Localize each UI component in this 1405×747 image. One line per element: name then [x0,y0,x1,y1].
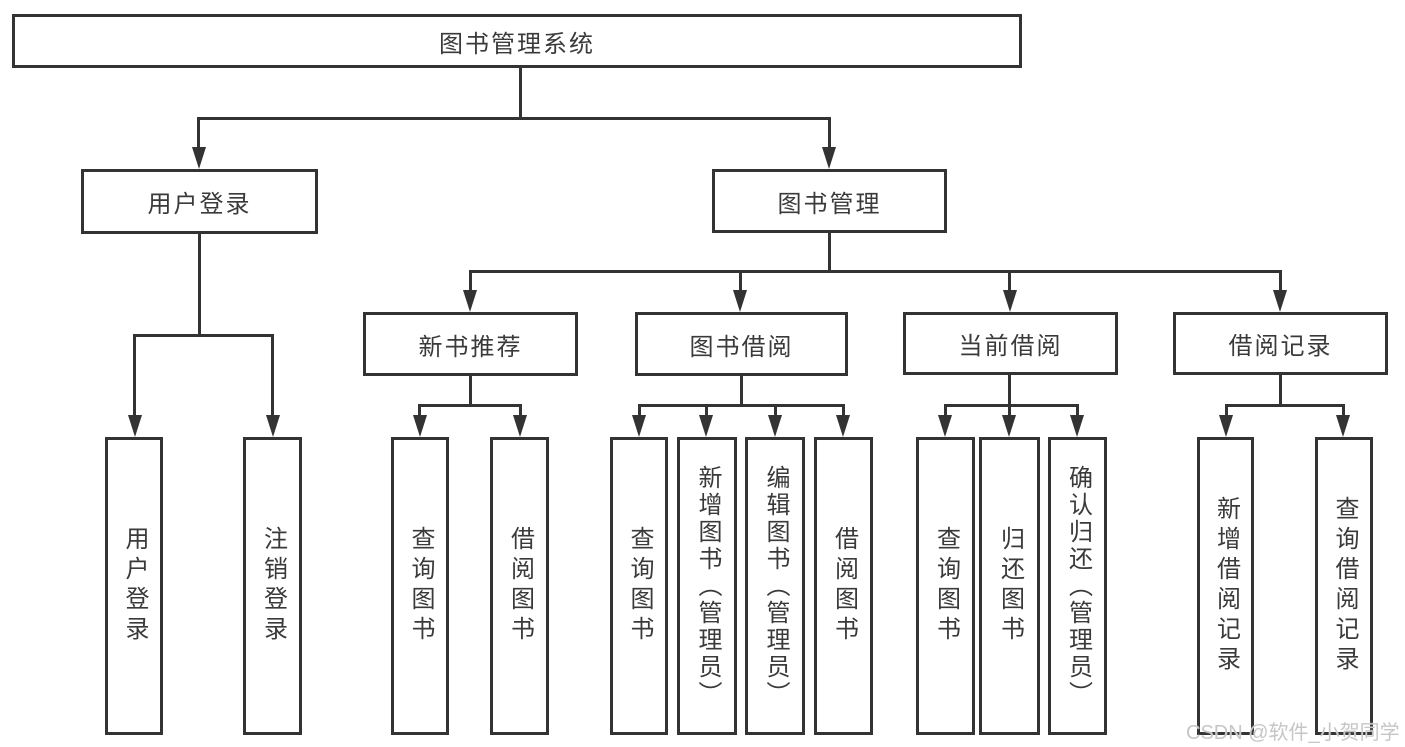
node-label: 新书推荐 [418,333,523,361]
node-library-system: 图书管理系统 [12,14,1022,68]
leaf-user-login: 用户登录 [105,437,163,735]
node-label: 借阅记录 [1228,333,1333,360]
connector-line [842,404,845,416]
node-label: 编辑图书（管理员） [762,464,789,708]
connector-line [1225,404,1228,416]
connector-line [1225,404,1345,407]
connector-line [418,404,522,407]
node-borrowing-records: 借阅记录 [1173,312,1388,375]
connector-line [519,68,522,118]
connector-line [519,404,522,416]
arrow-down-icon [413,415,427,437]
node-label: 用户登录 [121,526,148,646]
node-user-login: 用户登录 [81,169,318,234]
connector-line [740,376,743,406]
node-label: 借阅图书 [506,526,534,646]
connector-line [739,270,742,292]
arrow-down-icon [822,147,836,169]
leaf-query-borrow-record: 查询借阅记录 [1315,437,1373,735]
node-new-book-recommend: 新书推荐 [363,312,578,376]
connector-line [133,334,136,416]
node-label: 注销登录 [259,526,287,646]
connector-line [418,404,421,416]
arrow-down-icon [1273,290,1287,312]
connector-line [1279,270,1282,292]
leaf-return-books: 归还图书 [979,437,1040,735]
connector-line [705,404,708,416]
connector-line [774,404,777,416]
arrow-down-icon [632,415,646,437]
arrow-down-icon [733,290,747,312]
arrow-down-icon [463,290,477,312]
connector-line [271,334,274,416]
node-label: 图书管理系统 [439,30,595,58]
connector-line [944,404,1079,407]
connector-line [469,270,1282,273]
connector-line [1076,404,1079,416]
leaf-borrow-books-recommend: 借阅图书 [490,437,549,735]
leaf-edit-books-admin: 编辑图书（管理员） [745,437,805,735]
connector-line [469,270,472,292]
node-book-management: 图书管理 [712,169,947,233]
leaf-add-books-admin: 新增图书（管理员） [677,437,737,735]
connector-line [133,334,274,337]
node-label: 确认归还（管理员） [1064,464,1092,708]
node-label: 新增图书（管理员） [694,464,721,708]
leaf-query-books-borrowing: 查询图书 [610,437,668,735]
arrow-down-icon [513,415,527,437]
leaf-borrow-books: 借阅图书 [814,437,873,735]
arrow-down-icon [768,415,782,437]
node-label: 新增借阅记录 [1212,496,1240,676]
node-label: 查询图书 [626,526,653,646]
connector-line [198,234,201,336]
connector-line [1008,404,1011,416]
connector-line [197,117,200,150]
connector-line [1008,375,1011,406]
arrow-down-icon [1070,415,1084,437]
arrow-down-icon [1219,415,1233,437]
arrow-down-icon [266,415,280,437]
arrow-down-icon [699,415,713,437]
arrow-down-icon [128,415,142,437]
node-label: 当前借阅 [958,333,1063,360]
node-label: 查询图书 [932,526,960,646]
connector-line [828,233,831,272]
node-label: 借阅图书 [830,526,858,646]
connector-line [1279,375,1282,406]
node-label: 归还图书 [996,526,1024,646]
node-current-borrowing: 当前借阅 [903,312,1118,375]
connector-line [638,404,845,407]
leaf-query-books-current: 查询图书 [916,437,975,735]
connector-line [828,117,831,150]
arrow-down-icon [1336,415,1350,437]
arrow-down-icon [1002,415,1016,437]
connector-line [1342,404,1345,416]
connector-line [944,404,947,416]
connector-line [197,117,831,120]
connector-line [638,404,641,416]
node-label: 用户登录 [147,191,252,218]
arrow-down-icon [836,415,850,437]
node-label: 图书管理 [777,190,882,218]
leaf-confirm-return-admin: 确认归还（管理员） [1048,437,1107,735]
arrow-down-icon [938,415,952,437]
node-book-borrowing: 图书借阅 [635,312,848,376]
node-label: 图书借阅 [689,333,794,361]
connector-line [469,376,472,406]
csdn-watermark: CSDN @软件_小贺同学 [1186,722,1400,744]
node-label: 查询图书 [407,526,434,646]
node-label: 查询借阅记录 [1331,496,1358,676]
leaf-query-books-recommend: 查询图书 [391,437,449,735]
arrow-down-icon [1003,290,1017,312]
connector-line [1008,270,1011,292]
leaf-logout: 注销登录 [243,437,302,735]
arrow-down-icon [192,147,206,169]
leaf-add-borrow-record: 新增借阅记录 [1197,437,1254,735]
